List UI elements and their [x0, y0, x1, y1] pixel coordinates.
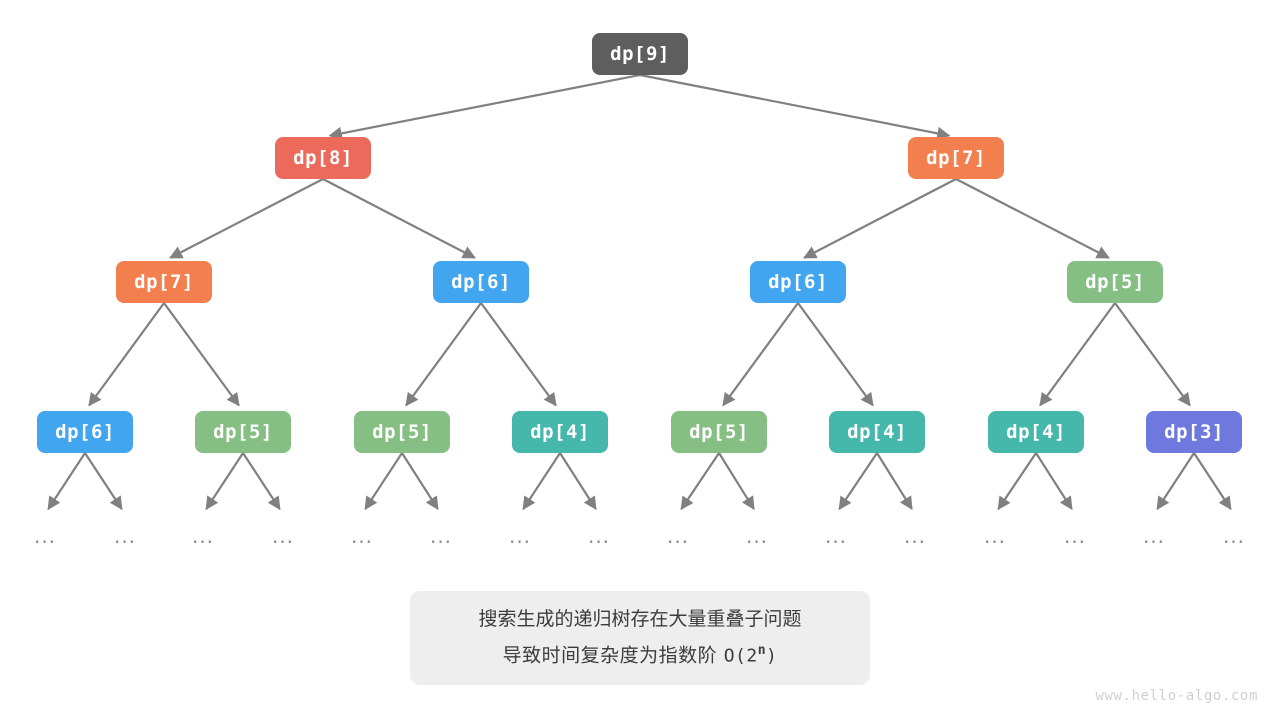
tree-edge: [401, 452, 439, 511]
ellipsis-marker: ...: [271, 524, 295, 548]
node-dp-5: dp[5]: [195, 411, 291, 453]
tree-edge: [639, 73, 951, 140]
tree-edge: [838, 452, 878, 511]
tree-edge: [722, 302, 799, 407]
ellipsis-marker: ...: [1142, 524, 1166, 548]
node-dp-5: dp[5]: [354, 411, 450, 453]
tree-edge: [955, 178, 1110, 259]
ellipsis-marker: ...: [191, 524, 215, 548]
ellipsis-marker: ...: [587, 524, 611, 548]
node-dp-6: dp[6]: [37, 411, 133, 453]
watermark: www.hello-algo.com: [1095, 688, 1258, 704]
ellipsis-marker: ...: [824, 524, 848, 548]
tree-edge: [797, 302, 874, 407]
tree-edge: [680, 452, 720, 511]
ellipsis-marker: ...: [983, 524, 1007, 548]
tree-edge: [522, 452, 561, 511]
tree-edge: [163, 302, 240, 407]
tree-edge: [1114, 302, 1191, 407]
node-dp-7: dp[7]: [116, 261, 212, 303]
tree-edge: [364, 452, 403, 511]
ellipsis-marker: ...: [666, 524, 690, 548]
node-dp-4: dp[4]: [829, 411, 925, 453]
caption-box: 搜索生成的递归树存在大量重叠子问题 导致时间复杂度为指数阶 O(2n): [410, 591, 870, 685]
ellipsis-marker: ...: [1063, 524, 1087, 548]
ellipsis-marker: ...: [350, 524, 374, 548]
tree-edge: [84, 452, 123, 511]
ellipsis-marker: ...: [1222, 524, 1246, 548]
complexity-open: O(2: [723, 645, 758, 667]
tree-edge: [559, 452, 597, 511]
node-dp-6: dp[6]: [750, 261, 846, 303]
ellipsis-marker: ...: [429, 524, 453, 548]
tree-edge: [88, 302, 165, 407]
node-dp-5: dp[5]: [671, 411, 767, 453]
node-dp-4: dp[4]: [988, 411, 1084, 453]
tree-edge: [205, 452, 244, 511]
tree-edge: [1039, 302, 1116, 407]
tree-edge: [480, 302, 557, 407]
ellipsis-marker: ...: [33, 524, 57, 548]
ellipsis-marker: ...: [745, 524, 769, 548]
tree-edge: [803, 178, 957, 259]
node-dp-3: dp[3]: [1146, 411, 1242, 453]
tree-edge: [169, 178, 324, 259]
node-dp-7: dp[7]: [908, 137, 1004, 179]
complexity-exponent: n: [757, 643, 767, 659]
tree-edge: [405, 302, 482, 407]
tree-edge: [997, 452, 1037, 511]
tree-edge: [1193, 452, 1232, 511]
ellipsis-marker: ...: [508, 524, 532, 548]
caption-line-2: 导致时间复杂度为指数阶 O(2n): [503, 635, 778, 672]
tree-edge: [718, 452, 755, 511]
complexity-close: ): [766, 645, 778, 667]
tree-edge: [1156, 452, 1195, 511]
node-dp-6: dp[6]: [433, 261, 529, 303]
tree-edge: [322, 178, 476, 259]
node-dp-8: dp[8]: [275, 137, 371, 179]
tree-edge: [1035, 452, 1073, 511]
ellipsis-marker: ...: [903, 524, 927, 548]
ellipsis-marker: ...: [113, 524, 137, 548]
tree-edge: [328, 73, 641, 140]
tree-edge: [876, 452, 913, 511]
node-dp-9: dp[9]: [592, 33, 688, 75]
tree-edge: [242, 452, 281, 511]
caption-line-2-text: 导致时间复杂度为指数阶: [502, 644, 718, 667]
tree-edge: [47, 452, 86, 511]
node-dp-4: dp[4]: [512, 411, 608, 453]
caption-line-1: 搜索生成的递归树存在大量重叠子问题: [478, 608, 802, 631]
node-dp-5: dp[5]: [1067, 261, 1163, 303]
